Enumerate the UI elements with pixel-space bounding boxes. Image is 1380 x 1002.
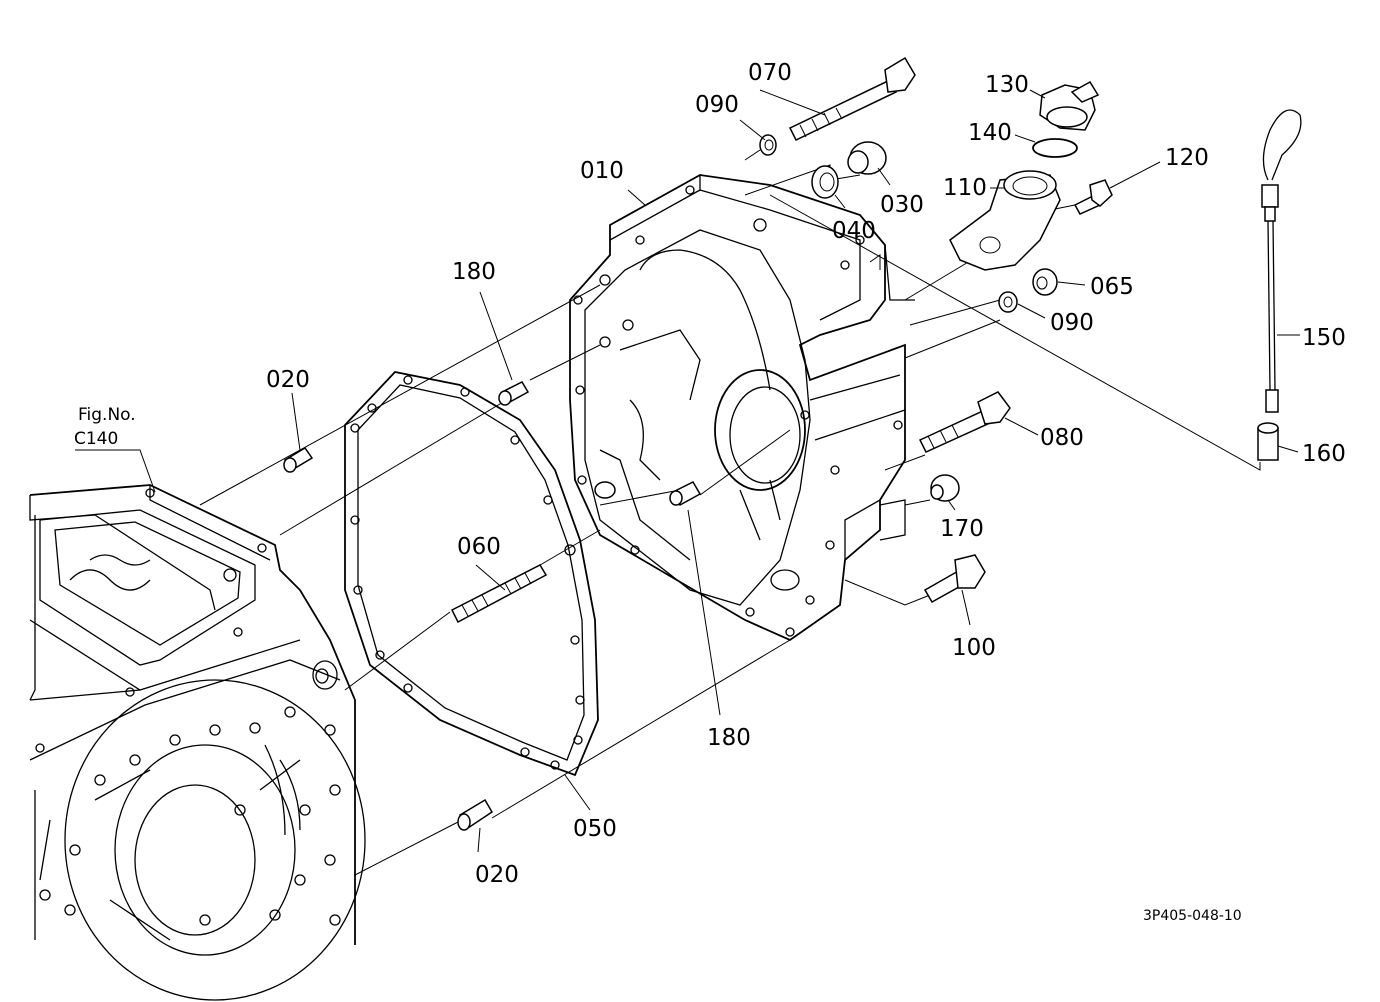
label-100: 100 [952,635,996,661]
label-030: 030 [880,192,924,218]
dowel-pin-020-upper [283,446,314,473]
seal-040 [811,165,839,199]
label-060: 060 [457,534,501,560]
plug-030 [847,141,887,175]
plug-170 [930,474,960,502]
assembly-lines [199,149,1261,876]
dipstick-150 [1261,109,1302,413]
pin-180-lower [669,481,702,507]
dowel-pin-020-lower [457,798,494,831]
label-090-upper: 090 [695,92,739,118]
label-160: 160 [1302,441,1346,467]
label-leaders [291,89,1300,853]
bolt-080 [918,391,1011,453]
filler-elbow-110 [949,170,1061,271]
pin-180-upper [498,381,530,406]
label-180-lower: 180 [707,725,751,751]
end-piece-160 [1257,422,1279,461]
label-120: 120 [1165,145,1209,171]
drawing-code: 3P405-048-10 [1143,908,1242,924]
washer-090-upper [759,134,777,156]
housing-010 [569,173,915,642]
filler-cap-130 [1039,80,1100,131]
figure-ref-line2: C140 [74,429,118,449]
label-065: 065 [1090,274,1134,300]
label-020-upper: 020 [266,367,310,393]
label-170: 170 [940,516,984,542]
label-070: 070 [748,60,792,86]
figure-ref-line1: Fig.No. [78,405,136,425]
gasket-050 [344,371,599,777]
washer-090-lower [998,291,1018,313]
label-140: 140 [968,120,1012,146]
o-ring-140 [1032,138,1078,158]
label-150: 150 [1302,325,1346,351]
label-130: 130 [985,72,1029,98]
bolt-070 [788,56,916,141]
figure-reference: Fig.No. C140 [74,405,156,493]
bolt-100 [923,554,986,604]
nut-065 [1032,268,1058,296]
transmission-case [29,484,366,1001]
label-180-upper: 180 [452,259,496,285]
stud-060 [450,564,548,624]
label-040: 040 [832,218,876,244]
label-110: 110 [943,175,987,201]
bolt-120 [1073,179,1113,215]
label-010: 010 [580,158,624,184]
label-080: 080 [1040,425,1084,451]
label-090-lower: 090 [1050,310,1094,336]
label-050: 050 [573,816,617,842]
label-020-lower: 020 [475,862,519,888]
